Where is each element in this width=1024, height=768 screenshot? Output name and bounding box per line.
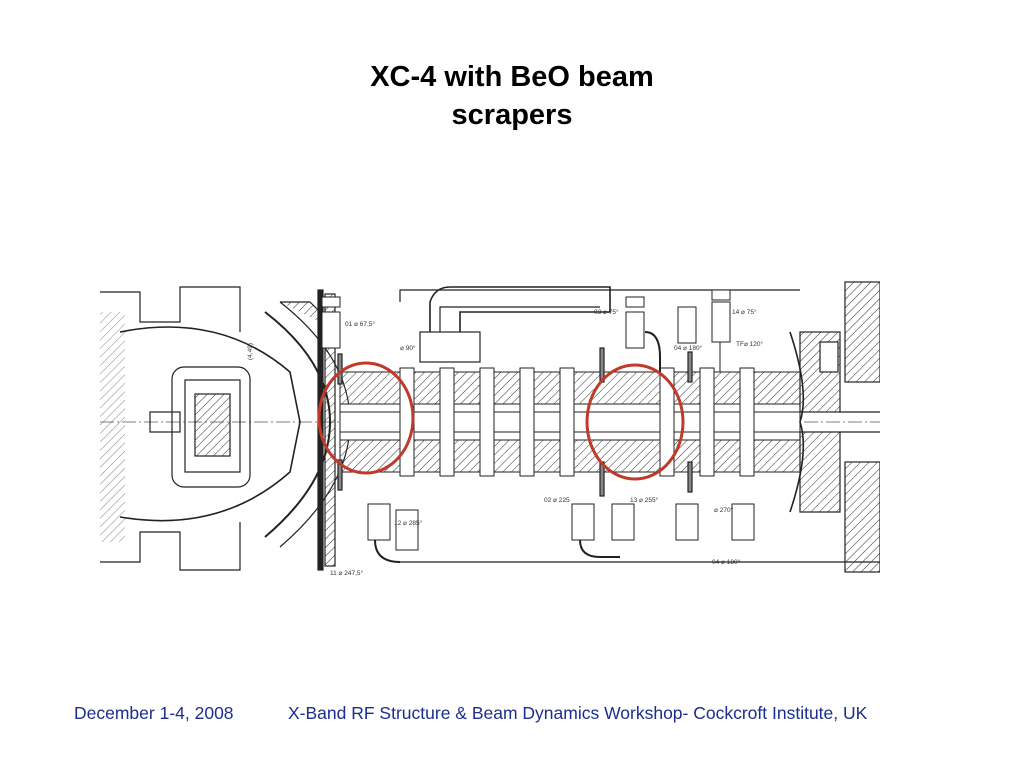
slide-title: XC-4 with BeO beam scrapers — [262, 58, 762, 134]
dim-label-6: TF⌀ 120° — [736, 340, 764, 348]
dim-label-9: 13 ⌀ 255° — [630, 496, 659, 504]
dim-label-7: 04 ⌀ 180° — [674, 344, 703, 352]
right-end-assembly — [789, 281, 880, 573]
engineering-cross-section-drawing: 01 ⌀ 67,5° ⌀ 90° (4,49) 03 ⌀ 75° 14 ⌀ 75… — [100, 281, 880, 577]
dim-label-13: 11 ⌀ 247,5° — [330, 569, 364, 577]
top-fittings — [321, 289, 731, 372]
dimension-labels: 01 ⌀ 67,5° ⌀ 90° (4,49) 03 ⌀ 75° 14 ⌀ 75… — [247, 308, 764, 577]
left-end-assembly — [100, 286, 351, 571]
dim-label-3: (4,49) — [247, 343, 254, 360]
dim-label-1: 01 ⌀ 67,5° — [345, 320, 375, 328]
footer-date: December 1-4, 2008 — [74, 703, 234, 723]
scraper-highlight-circle-left — [317, 361, 415, 475]
scraper-highlight-circle-right — [585, 363, 685, 481]
dim-label-2: ⌀ 90° — [400, 344, 416, 352]
accelerating-cells — [339, 367, 801, 477]
dim-label-12: 04 ⌀ 180° — [712, 558, 741, 566]
dim-label-10: 12 ⌀ 285° — [394, 519, 423, 527]
bottom-fittings — [367, 503, 755, 563]
dim-label-5: 14 ⌀ 75° — [732, 308, 757, 316]
dim-label-11: ⌀ 270° — [714, 506, 734, 514]
slide-title-line-2: scrapers — [451, 99, 573, 131]
dim-label-4: 03 ⌀ 75° — [594, 308, 619, 316]
slide-title-line-1: XC-4 with BeO beam — [370, 61, 654, 93]
dim-label-8: 02 ⌀ 225 — [544, 497, 570, 504]
footer-event: X-Band RF Structure & Beam Dynamics Work… — [288, 703, 868, 723]
